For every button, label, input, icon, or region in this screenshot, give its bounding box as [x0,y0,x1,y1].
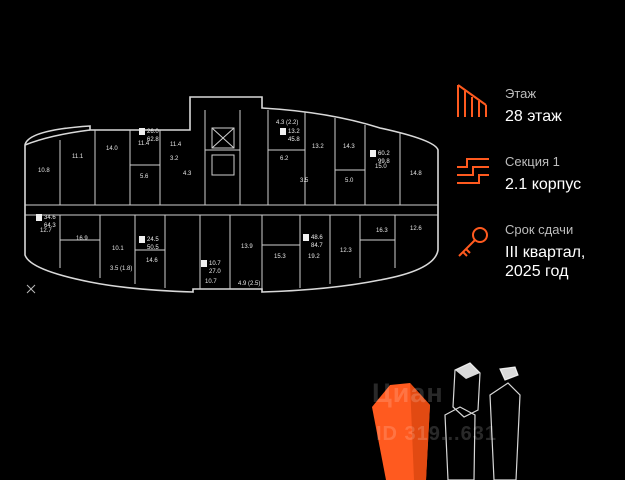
svg-text:4.3 (2.2): 4.3 (2.2) [276,120,298,126]
svg-text:13.9: 13.9 [241,244,253,250]
watermark-logo: Циан [372,378,444,408]
svg-text:10.1: 10.1 [112,246,124,252]
deadline-value-line2: 2025 год [505,263,569,280]
deadline-label: Срок сдачи [505,222,574,237]
svg-text:16.9: 16.9 [76,236,88,242]
svg-text:26.0: 26.0 [147,129,159,135]
svg-text:4.9 (2.5): 4.9 (2.5) [238,281,260,287]
section-label: Секция 1 [505,154,560,169]
section-value: 2.1 корпус [505,176,582,193]
svg-text:10.7: 10.7 [209,261,221,267]
section-info: Секция 1 2.1 корпус [505,154,581,194]
deadline-info: Срок сдачи III квартал, 2025 год [505,222,585,281]
svg-text:10.8: 10.8 [38,168,50,174]
svg-text:14.8: 14.8 [410,171,422,177]
svg-text:12.6: 12.6 [410,226,422,232]
watermark-id: ID 319...631 [376,423,497,445]
svg-text:11.4: 11.4 [170,142,182,148]
svg-text:5.6: 5.6 [140,174,149,180]
svg-text:19.2: 19.2 [308,254,320,260]
building-icon [457,84,487,117]
svg-text:10.7: 10.7 [205,279,217,285]
svg-text:14.0: 14.0 [106,146,118,152]
svg-text:6.2: 6.2 [280,156,289,162]
svg-text:14.6: 14.6 [146,258,158,264]
svg-text:84.7: 84.7 [311,243,323,249]
svg-text:15.0: 15.0 [375,164,387,170]
svg-text:15.3: 15.3 [274,254,286,260]
floor-label: Этаж [505,86,537,101]
svg-text:13.2: 13.2 [312,144,324,150]
svg-text:24.5: 24.5 [147,237,159,243]
svg-text:64.3: 64.3 [44,223,56,229]
svg-text:34.6: 34.6 [44,215,56,221]
svg-text:4.3: 4.3 [183,171,192,177]
section-icon [457,158,489,184]
svg-text:3.5: 3.5 [300,178,309,184]
svg-text:60.2: 60.2 [378,151,390,157]
svg-text:48.6: 48.6 [311,235,323,241]
key-icon [458,227,488,257]
svg-text:99.8: 99.8 [378,159,390,165]
svg-text:27.0: 27.0 [209,269,221,275]
svg-text:14.3: 14.3 [343,144,355,150]
svg-text:16.3: 16.3 [376,228,388,234]
svg-text:3.2: 3.2 [170,156,179,162]
svg-text:3.5 (1.8): 3.5 (1.8) [110,266,132,272]
svg-text:62.8: 62.8 [147,137,159,143]
floor-plan: 10.8 11.1 14.0 11.4 11.4 5.6 3.2 4.3 (2.… [24,96,439,294]
floor-value: 28 этаж [505,108,562,125]
svg-text:11.1: 11.1 [72,154,84,160]
svg-text:12.3: 12.3 [340,248,352,254]
floor-info: Этаж 28 этаж [505,86,562,126]
svg-text:12.7: 12.7 [40,228,52,234]
deadline-value-line1: III квартал, [505,244,586,261]
svg-text:5.0: 5.0 [345,178,354,184]
svg-text:13.2: 13.2 [288,129,300,135]
building-3d-render[interactable] [340,355,540,480]
svg-text:45.8: 45.8 [288,137,300,143]
svg-text:11.4: 11.4 [138,141,150,147]
svg-text:50.5: 50.5 [147,245,159,251]
